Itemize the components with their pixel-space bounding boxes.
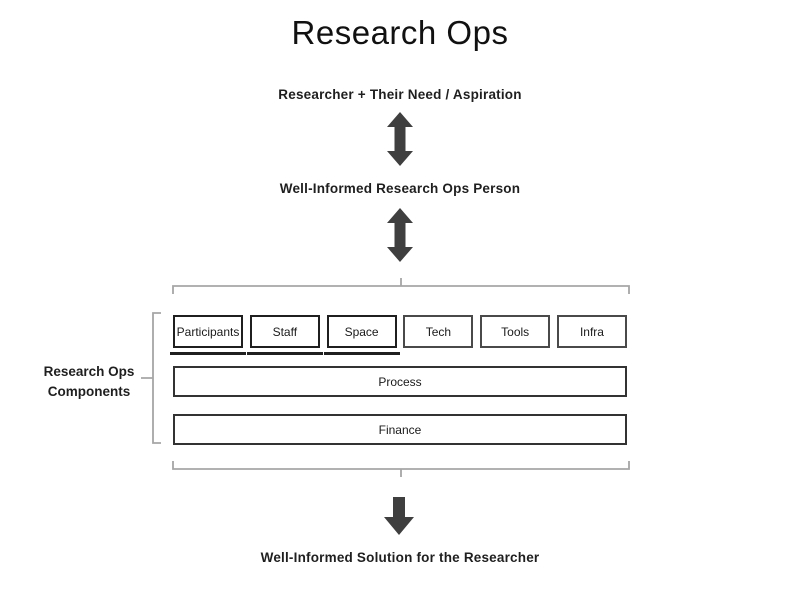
- component-box-label: Tech: [403, 315, 474, 348]
- left-bracket: [140, 312, 162, 449]
- component-box-staff: Staff: [246, 315, 323, 355]
- flow-label-solution: Well-Informed Solution for the Researche…: [260, 550, 540, 565]
- component-box-label: Infra: [556, 315, 627, 348]
- component-box-tools: Tools: [480, 315, 551, 348]
- top-bracket: [172, 277, 630, 301]
- component-box-infra: Infra: [556, 315, 627, 348]
- component-box-finance: Finance: [173, 414, 627, 445]
- double-arrow-icon: [387, 208, 413, 267]
- components-row: Participants Staff Space Tech Tools Infr…: [170, 315, 627, 355]
- flow-label-researcher-need: Researcher + Their Need / Aspiration: [278, 87, 522, 102]
- page-title: Research Ops: [291, 14, 509, 51]
- component-box-process: Process: [173, 366, 627, 397]
- component-box-label: Staff: [249, 315, 320, 348]
- bottom-bracket: [172, 459, 630, 483]
- component-box-label: Tools: [480, 315, 551, 348]
- double-arrow-icon: [387, 112, 413, 171]
- component-box-space: Space: [323, 315, 400, 355]
- component-box-tech: Tech: [403, 315, 474, 348]
- down-arrow-icon: [384, 497, 414, 540]
- component-box-label: Space: [326, 315, 397, 348]
- component-box-label: Participants: [173, 315, 243, 348]
- flow-label-research-ops-person: Well-Informed Research Ops Person: [279, 181, 521, 196]
- component-box-participants: Participants: [170, 315, 246, 355]
- components-group-label: Research Ops Components: [43, 364, 135, 399]
